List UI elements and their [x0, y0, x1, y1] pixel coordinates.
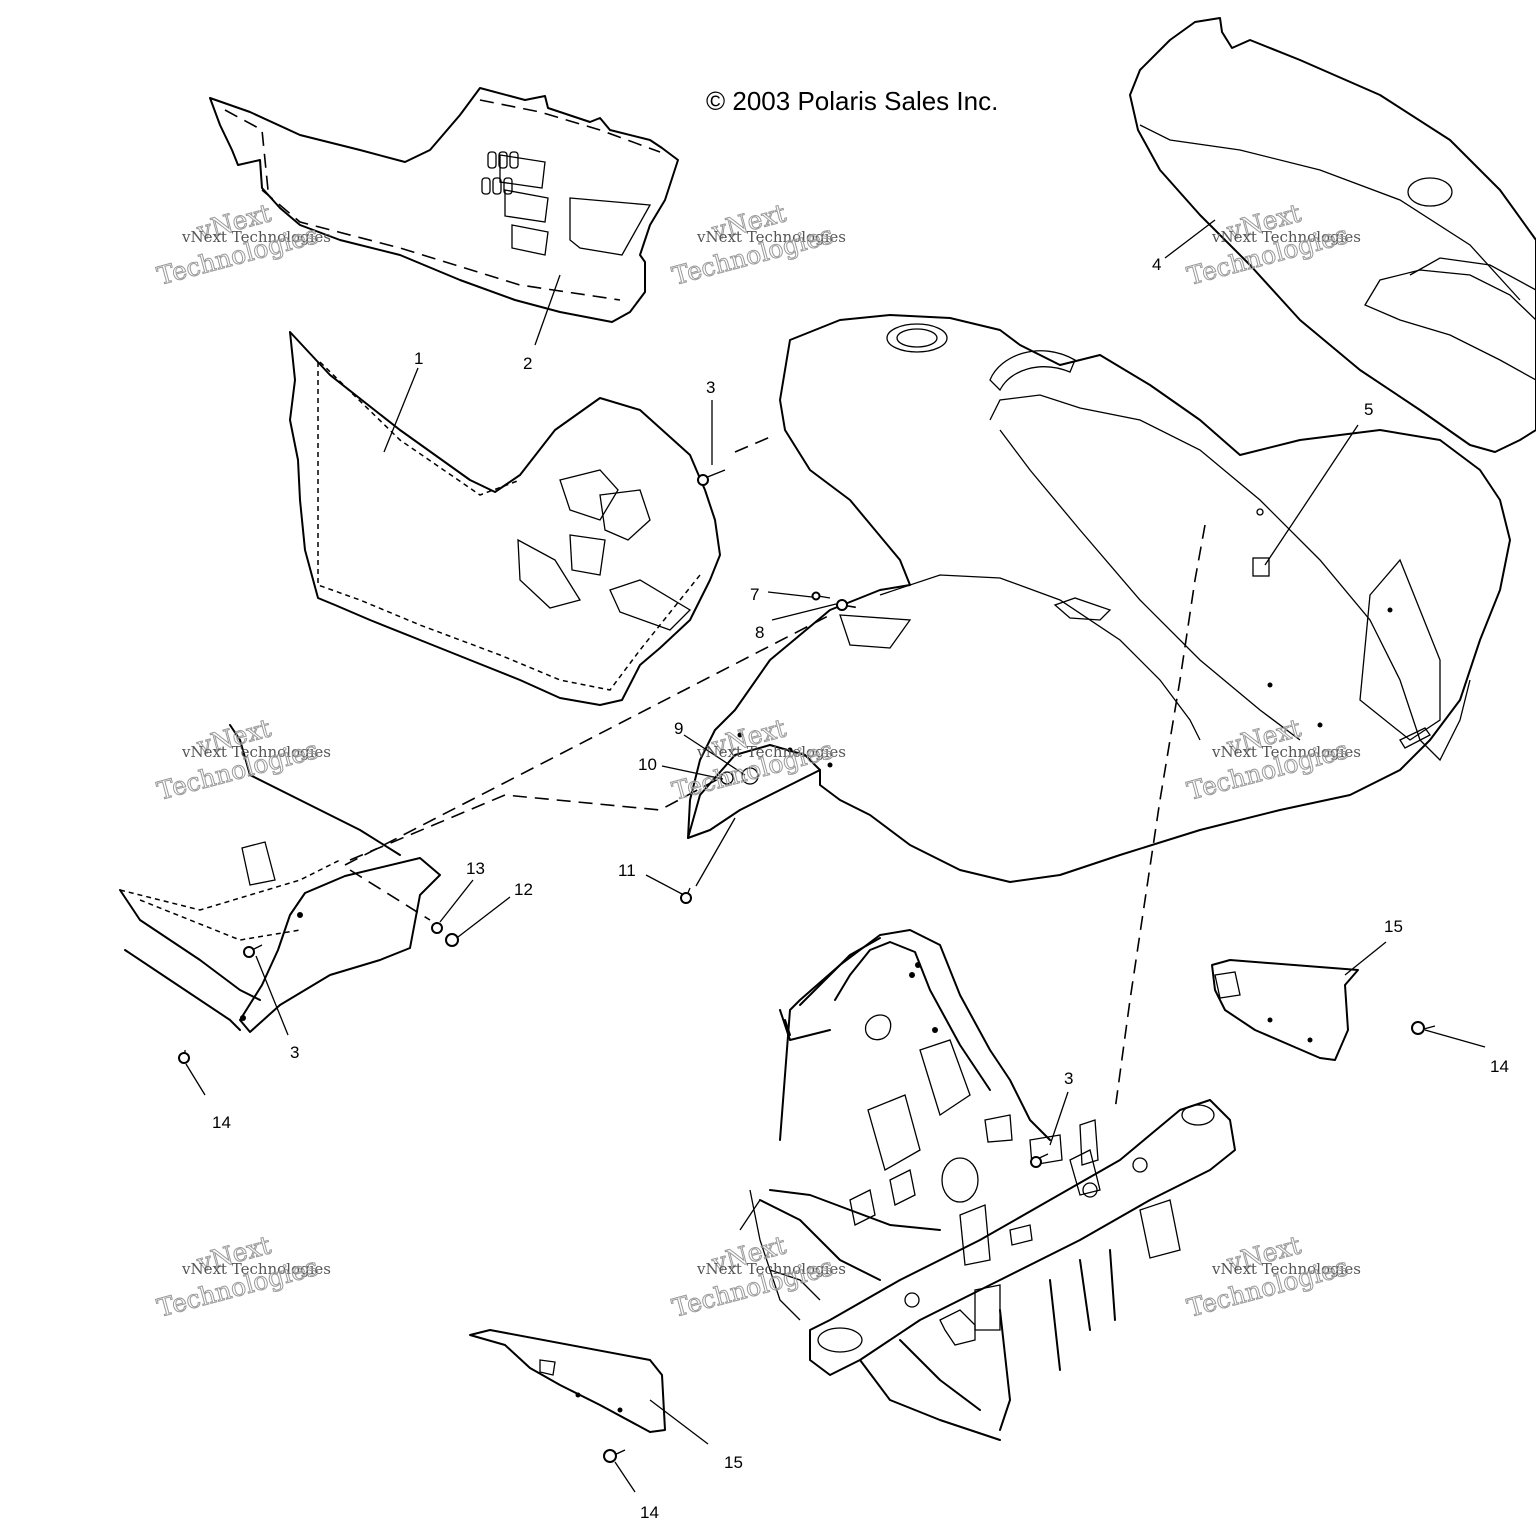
svg-text:vNext Technologies: vNext Technologies — [696, 1260, 846, 1278]
watermark-top-right: vNext vNext Technologies Technologies — [1184, 198, 1361, 291]
watermark-bottom-center: vNext vNext Technologies Technologies — [669, 1230, 846, 1323]
screw-3-upper — [697, 469, 726, 486]
callout-5: 5 — [1364, 400, 1373, 419]
bolt-14-left — [178, 1050, 190, 1064]
svg-text:vNext Technologies: vNext Technologies — [696, 743, 846, 761]
callout-4: 4 — [1152, 255, 1161, 274]
watermark-mid-center: vNext vNext Technologies Technologies — [669, 713, 846, 806]
callouts: 1 2 3 4 5 7 8 9 10 11 13 12 3 14 14 15 3… — [212, 255, 1509, 1522]
callout-3-frame: 3 — [1064, 1069, 1073, 1088]
svg-text:vNext Technologies: vNext Technologies — [1211, 228, 1361, 246]
svg-text:vNext Technologies: vNext Technologies — [181, 228, 331, 246]
part-2-side-panel — [209, 87, 679, 323]
callout-3-upper: 3 — [706, 378, 715, 397]
callout-15-lower: 15 — [724, 1453, 743, 1472]
callout-7: 7 — [750, 585, 759, 604]
part-15-bracket-upper — [1211, 959, 1359, 1061]
watermark-mid-right: vNext vNext Technologies Technologies — [1184, 713, 1361, 806]
screw-7 — [811, 591, 831, 601]
screw-3-frame — [1030, 1153, 1049, 1168]
part-4-top-cover — [1129, 17, 1536, 453]
watermark-top-left: vNext vNext Technologies Technologies — [154, 198, 331, 291]
frame-assembly — [739, 929, 1236, 1441]
copyright-text: © 2003 Polaris Sales Inc. — [706, 86, 998, 116]
callout-13: 13 — [466, 859, 485, 878]
watermark-top-center: vNext vNext Technologies Technologies — [669, 198, 846, 291]
part-1-side-panel — [289, 331, 721, 706]
bolt-3-lower-left — [243, 944, 263, 958]
callout-9: 9 — [674, 719, 683, 738]
washer-8 — [836, 599, 848, 611]
bolt-14-bottom — [603, 1449, 626, 1463]
watermark-bottom-left: vNext vNext Technologies Technologies — [154, 1230, 331, 1323]
callout-2: 2 — [523, 354, 532, 373]
callout-8: 8 — [755, 623, 764, 642]
svg-text:vNext Technologies: vNext Technologies — [181, 1260, 331, 1278]
callout-10: 10 — [638, 755, 657, 774]
svg-text:vNext Technologies: vNext Technologies — [1211, 743, 1361, 761]
callout-1: 1 — [414, 349, 423, 368]
callout-14-right: 14 — [1490, 1057, 1509, 1076]
callout-12: 12 — [514, 880, 533, 899]
callout-3-lower-left: 3 — [290, 1043, 299, 1062]
watermark-mid-left: vNext vNext Technologies Technologies — [154, 713, 331, 806]
part-15-bracket-lower — [469, 1329, 666, 1433]
bolt-14-right — [1411, 1021, 1436, 1035]
left-footwell — [119, 724, 441, 1033]
callout-14-bottom: 14 — [640, 1503, 659, 1522]
alignment-lines — [344, 434, 1206, 1111]
watermark-bottom-right: vNext vNext Technologies Technologies — [1184, 1230, 1361, 1323]
nut-12 — [445, 933, 459, 947]
callout-15-upper: 15 — [1384, 917, 1403, 936]
clip-11 — [680, 887, 692, 904]
svg-text:vNext Technologies: vNext Technologies — [696, 228, 846, 246]
fasteners — [178, 469, 1436, 1463]
callout-11: 11 — [618, 861, 636, 880]
callout-14-left: 14 — [212, 1113, 231, 1132]
svg-text:vNext Technologies: vNext Technologies — [181, 743, 331, 761]
washer-13 — [431, 922, 443, 934]
svg-text:vNext Technologies: vNext Technologies — [1211, 1260, 1361, 1278]
leader-lines — [185, 219, 1486, 1493]
front-fender-body — [687, 314, 1511, 883]
